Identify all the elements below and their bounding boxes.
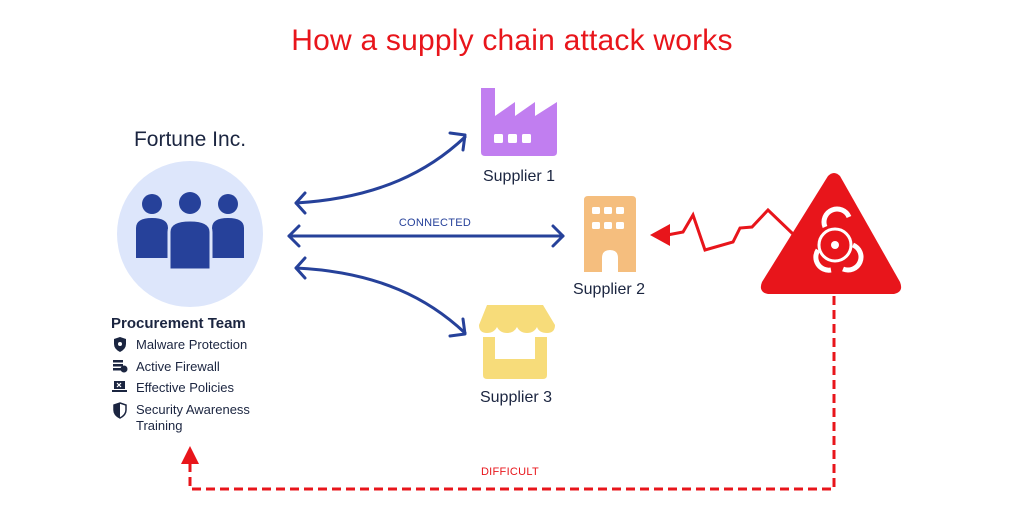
attack-arrow xyxy=(650,207,795,252)
connection-arrow-supplier-1 xyxy=(294,131,467,215)
defense-label: Active Firewall xyxy=(136,359,220,374)
factory-icon xyxy=(481,88,557,156)
policy-laptop-icon xyxy=(112,381,127,392)
connection-arrow-supplier-2 xyxy=(287,224,565,248)
defense-label: Malware Protection xyxy=(136,337,248,352)
defense-item: Malware Protection xyxy=(136,337,247,352)
difficult-label: DIFFICULT xyxy=(480,466,540,478)
defense-item: Security Awareness Training xyxy=(136,402,276,434)
half-shield-icon xyxy=(113,402,127,419)
supplier-1-label: Supplier 1 xyxy=(482,168,556,185)
connection-arrow-supplier-3 xyxy=(294,256,467,338)
diagram-title: How a supply chain attack works xyxy=(291,24,733,57)
difficult-path xyxy=(181,296,836,491)
shield-bug-icon xyxy=(114,337,126,352)
organization-name: Fortune Inc. xyxy=(133,128,247,151)
defense-label: Security Awareness Training xyxy=(136,402,250,433)
office-building-icon xyxy=(584,196,636,272)
connected-label: CONNECTED xyxy=(398,217,472,229)
defense-item: Active Firewall xyxy=(136,359,220,374)
biohazard-warning-icon xyxy=(760,173,902,294)
firewall-icon xyxy=(113,360,128,373)
team-label: Procurement Team xyxy=(111,315,246,332)
storefront-icon xyxy=(479,305,555,379)
supplier-2-label: Supplier 2 xyxy=(572,281,646,298)
defense-item: Effective Policies xyxy=(136,380,234,395)
defense-label: Effective Policies xyxy=(136,380,235,395)
supplier-3-label: Supplier 3 xyxy=(479,389,553,406)
procurement-team-icon xyxy=(117,161,263,307)
